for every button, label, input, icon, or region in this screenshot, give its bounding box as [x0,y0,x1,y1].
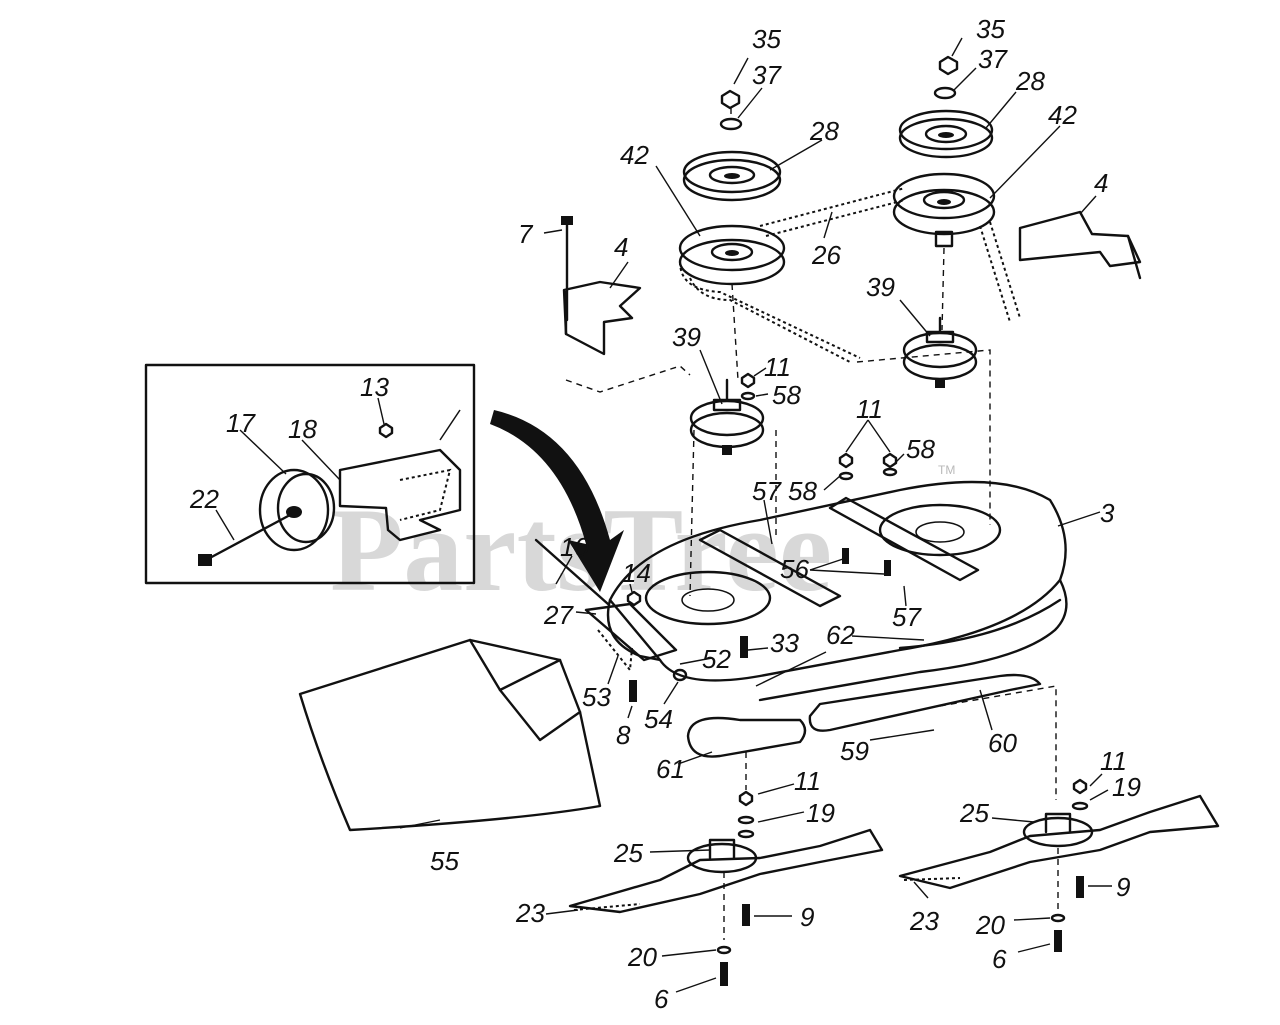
callout-52: 52 [702,644,731,674]
callout-3: 3 [1100,498,1115,528]
blade-23-left [568,828,884,914]
inset-pointer-arrow [490,410,624,592]
callout-60: 60 [988,728,1017,758]
callout-56: 56 [780,554,809,584]
washer-37-right [933,86,957,100]
callout-23-right: 23 [909,906,939,936]
callout-33: 33 [770,628,799,658]
blade-adapter-25-left [686,838,758,874]
callout-11-mid: 11 [856,394,883,424]
callout-13: 13 [360,372,389,402]
callout-37-left: 37 [752,60,782,90]
callout-58-mid: 58 [906,434,935,464]
bracket-4-right [1018,210,1142,280]
callout-58-lower: 58 [788,476,817,506]
callout-27: 27 [543,600,574,630]
nut-35-right [938,55,959,76]
callout-57-upper: 57 [752,476,782,506]
callout-58-upper: 58 [772,380,801,410]
callout-61: 61 [656,754,685,784]
discharge-chute-55 [298,638,602,832]
callout-55: 55 [430,846,459,876]
watermark-trademark: TM [938,463,955,477]
spindle-39-right [902,316,978,388]
nut-11-58-left [740,372,756,401]
callout-18: 18 [288,414,317,444]
callout-37-right: 37 [978,44,1008,74]
callout-11-lower-right: 11 [1100,746,1127,776]
callout-23-left: 23 [515,898,545,928]
callout-26: 26 [811,240,841,270]
blade-23-right [898,794,1220,890]
callout-9-left: 9 [800,902,814,932]
inset-gauge-wheel [144,363,476,585]
callout-39-right: 39 [866,272,895,302]
callout-25-left: 25 [613,838,643,868]
callout-11-lower-left: 11 [794,766,821,796]
baffle-60 [808,673,1042,732]
bolt-6-right [1054,930,1062,952]
callout-25-right: 25 [959,798,989,828]
bolt-9-left [742,904,750,926]
callout-20-right: 20 [975,910,1005,940]
washer-20-left [716,945,732,955]
washer-stack-11-19-right [1071,778,1089,811]
callout-42-right: 42 [1048,100,1077,130]
bolts-56 [842,548,891,576]
washer-20-right [1050,913,1066,923]
bolt-6-left [720,962,728,986]
callout-35-left: 35 [752,24,781,54]
callout-28-left: 28 [809,116,839,146]
callout-10: 10 [560,532,589,562]
callout-19-lower-left: 19 [806,798,835,828]
pulley-42-left [678,224,786,286]
pulley-28-right [898,109,994,159]
callout-8: 8 [616,720,631,750]
baffle-61 [686,716,807,758]
callout-53: 53 [582,682,611,712]
callout-6-left: 6 [654,984,669,1014]
blade-adapter-25-right [1022,812,1094,848]
callout-4-left: 4 [614,232,628,262]
nut-35-left [720,89,741,110]
bolt-9-right [1076,876,1084,898]
deck-housing-3 [606,480,1068,702]
callout-19-lower-right: 19 [1112,772,1141,802]
callout-20-left: 20 [627,942,657,972]
callout-35-right: 35 [976,14,1005,44]
callout-57-lower: 57 [892,602,922,632]
washer-stack-11-19-left [737,790,755,839]
chute-mount-assembly [534,538,748,702]
callout-28-right: 28 [1015,66,1045,96]
callout-7: 7 [518,219,534,249]
callout-14: 14 [622,558,651,588]
callout-17: 17 [226,408,256,438]
washer-37-left [719,117,743,131]
callout-39-left: 39 [672,322,701,352]
callout-22: 22 [189,484,219,514]
pulley-42-right [892,172,996,248]
pulley-28-left [682,150,782,202]
leader-lines [215,37,1112,993]
callout-42-left: 42 [620,140,649,170]
callout-9-right: 9 [1116,872,1130,902]
callout-6-right: 6 [992,944,1007,974]
nut-11-58-mid [838,452,898,481]
callout-4-right: 4 [1094,168,1108,198]
callout-labels: 35 37 28 42 35 37 28 42 7 4 26 4 39 39 1… [189,14,1141,1014]
spindle-39-left [689,378,765,455]
bracket-4-left [562,280,642,356]
callout-59: 59 [840,736,869,766]
callout-62: 62 [826,620,855,650]
callout-54: 54 [644,704,673,734]
callout-11-upper: 11 [764,352,791,382]
belt-26 [679,187,1021,363]
